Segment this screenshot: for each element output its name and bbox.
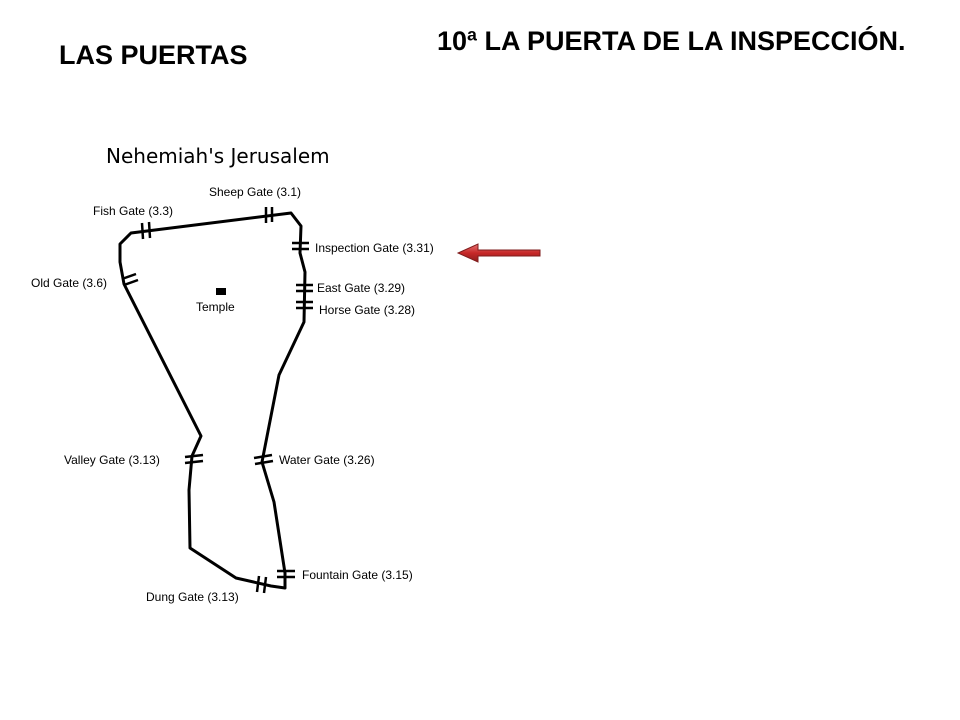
gate-label-fountain: Fountain Gate (3.15) xyxy=(302,568,413,582)
gate-label-water: Water Gate (3.26) xyxy=(279,453,375,467)
gate-label-valley: Valley Gate (3.13) xyxy=(64,453,160,467)
gate-label-east: East Gate (3.29) xyxy=(317,281,405,295)
gate-label-inspection: Inspection Gate (3.31) xyxy=(315,241,434,255)
gate-marker-old xyxy=(121,272,139,287)
gate-label-sheep: Sheep Gate (3.1) xyxy=(209,185,301,199)
gate-marker-dung xyxy=(255,575,268,594)
gate-marker-horse xyxy=(296,300,313,310)
map-title: Nehemiah's Jerusalem xyxy=(106,144,330,168)
temple-marker xyxy=(216,288,226,295)
temple-label: Temple xyxy=(196,300,235,314)
gate-marker-inspection xyxy=(292,241,309,251)
gate-marker-valley xyxy=(184,453,204,465)
gate-marker-sheep xyxy=(264,207,274,223)
gate-marker-water xyxy=(253,453,274,466)
gate-label-horse: Horse Gate (3.28) xyxy=(319,303,415,317)
gate-marker-east xyxy=(296,283,313,293)
gate-label-fish: Fish Gate (3.3) xyxy=(93,204,173,218)
gate-label-old: Old Gate (3.6) xyxy=(31,276,107,290)
section-title: LAS PUERTAS xyxy=(59,40,248,70)
gate-label-dung: Dung Gate (3.13) xyxy=(146,590,239,604)
highlight-arrow-icon xyxy=(456,243,541,263)
city-wall xyxy=(118,211,307,590)
gate-marker-fountain xyxy=(277,569,295,579)
gate-marker-fish xyxy=(140,221,152,240)
gate-title: 10ª LA PUERTA DE LA INSPECCIÓN. xyxy=(437,26,906,56)
